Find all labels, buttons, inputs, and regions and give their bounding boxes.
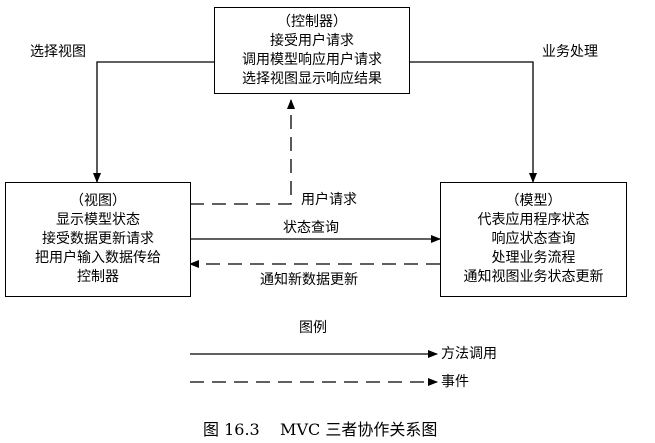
model-box: （模型） 代表应用程序状态 响应状态查询 处理业务流程 通知视图业务状态更新 <box>440 182 627 297</box>
controller-line-3: 选择视图显示响应结果 <box>242 70 382 87</box>
controller-line-2: 调用模型响应用户请求 <box>242 51 382 68</box>
model-line-2: 响应状态查询 <box>491 231 576 247</box>
view-title: （视图） <box>70 193 126 209</box>
controller-title: （控制器） <box>277 13 347 30</box>
edge-select-view <box>93 61 214 183</box>
model-title: （模型） <box>505 193 562 209</box>
model-line-1: 代表应用程序状态 <box>477 212 590 228</box>
view-line-4: 控制器 <box>77 269 119 285</box>
view-line-3: 把用户输入数据传给 <box>35 250 161 266</box>
label-business-processing: 业务处理 <box>542 44 598 60</box>
edge-business-processing <box>410 61 537 183</box>
legend-method-call-label: 方法调用 <box>441 346 497 362</box>
model-line-4: 通知视图业务状态更新 <box>463 269 604 285</box>
figure-caption: 图 16.3 MVC 三者协作关系图 <box>203 420 438 439</box>
edge-user-request <box>190 99 295 205</box>
label-state-query: 状态查询 <box>283 220 339 236</box>
controller-box: （控制器） 接受用户请求 调用模型响应用户请求 选择视图显示响应结果 <box>214 7 410 94</box>
view-line-1: 显示模型状态 <box>56 212 140 228</box>
controller-line-1: 接受用户请求 <box>270 32 354 49</box>
model-line-3: 处理业务流程 <box>491 250 576 266</box>
legend-title: 图例 <box>299 320 327 336</box>
label-user-request: 用户请求 <box>301 192 357 208</box>
label-notify-update: 通知新数据更新 <box>260 272 358 288</box>
label-select-view: 选择视图 <box>30 44 86 60</box>
view-box: （视图） 显示模型状态 接受数据更新请求 把用户输入数据传给 控制器 <box>5 182 191 297</box>
legend-event-label: 事件 <box>441 374 469 390</box>
view-line-2: 接受数据更新请求 <box>42 231 154 247</box>
